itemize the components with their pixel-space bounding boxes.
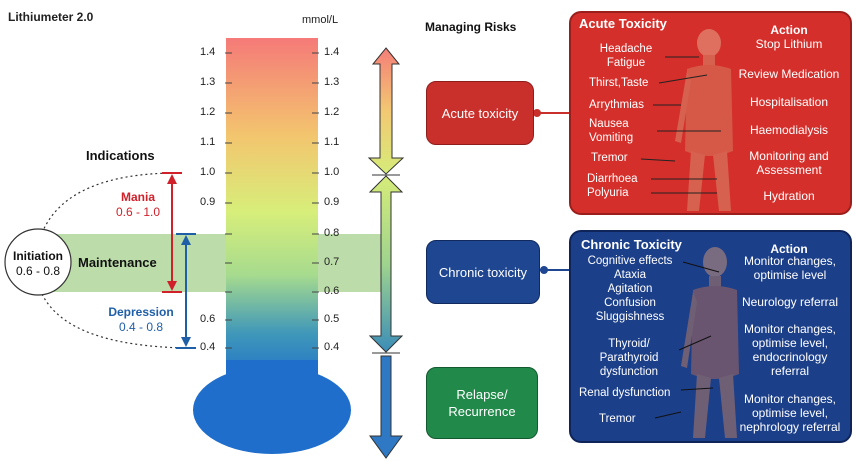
chronic-heading: Chronic Toxicity (581, 237, 682, 252)
depression-range: 0.4 - 0.8 (118, 320, 164, 334)
acute-action-haemodialysis: Haemodialysis (749, 123, 829, 137)
mania-range: 0.6 - 1.0 (115, 205, 161, 219)
acute-toxicity-button-label: Acute toxicity (441, 105, 519, 121)
tick-label-left: 1.3 (200, 76, 216, 88)
connectors (532, 109, 572, 274)
chronic-toxicity-panel: Chronic Toxicity Action Cognitive effect… (569, 230, 852, 443)
acute-pointer-lines (640, 56, 721, 194)
acute-heading: Acute Toxicity (579, 16, 667, 31)
relapse-label-line1: Relapse/ (456, 387, 508, 402)
maintenance-band (38, 234, 388, 292)
tick-label-left: 0.4 (200, 341, 216, 353)
tick-label-right: 0.4 (324, 341, 340, 353)
tick-label-right: 0.7 (324, 256, 340, 268)
upper-dotted-curve (41, 172, 173, 234)
chronic-symptom-tremor: Tremor (599, 413, 636, 425)
tick-label-left: 1.0 (200, 166, 216, 178)
acute-symptom-thirst: Thirst,Taste (589, 77, 649, 89)
acute-action-review: Review Medication (738, 67, 840, 81)
chronic-action-nephrology: Monitor changes,optimise level,nephrolog… (739, 392, 841, 434)
tick-label-left: 1.2 (200, 106, 216, 118)
lower-dotted-curve (41, 293, 185, 349)
chronic-action-neurology: Neurology referral (741, 295, 839, 309)
relapse-label-line2: Recurrence (448, 404, 516, 419)
tick-label-left: 0.6 (200, 313, 216, 325)
relapse-recurrence-button[interactable]: Relapse/ Recurrence (426, 367, 538, 439)
mania-label: Mania (120, 190, 155, 204)
thermometer-tube (226, 38, 318, 386)
body-silhouette-acute (675, 29, 733, 211)
tick-label-right: 0.6 (324, 285, 340, 297)
tick-label-left: 1.1 (200, 136, 216, 148)
center-ticks (225, 52, 319, 349)
acute-symptom-tremor: Tremor (591, 152, 628, 164)
indications-heading: Indications (86, 148, 155, 163)
initiation-circle (4, 228, 72, 296)
chronic-toxicity-button-label: Chronic toxicity (438, 264, 528, 280)
chronic-toxicity-button[interactable]: Chronic toxicity (426, 240, 540, 304)
tick-label-right: 1.0 (324, 166, 340, 178)
body-silhouette-chronic (681, 247, 739, 438)
acute-action-hospitalisation: Hospitalisation (749, 95, 829, 109)
up-arrow-acute (367, 47, 405, 175)
acute-toxicity-button[interactable]: Acute toxicity (426, 81, 534, 145)
chronic-symptom-renal: Renal dysfunction (579, 387, 671, 399)
tick-label-right: 0.5 (324, 313, 340, 325)
tick-label-left: 0.9 (200, 196, 216, 208)
tick-label-right: 1.4 (324, 46, 340, 58)
acute-action-stop-lithium: Stop Lithium (755, 37, 823, 51)
depression-label: Depression (108, 305, 174, 319)
down-arrow-relapse (369, 355, 403, 459)
maintenance-label: Maintenance (78, 255, 157, 270)
tick-label-left: 1.4 (200, 46, 216, 58)
acute-symptom-arrythmias: Arrythmias (589, 99, 644, 111)
mania-range-arrow (162, 172, 182, 293)
initiation-range: 0.6 - 0.8 (15, 264, 61, 278)
chronic-action-heading: Action (770, 242, 808, 256)
tick-label-right: 1.1 (324, 136, 340, 148)
chronic-action-1: Monitor changes,optimise level (743, 254, 837, 282)
chronic-action-endocrinology: Monitor changes,optimise level,endocrino… (743, 322, 837, 378)
acute-action-heading: Action (770, 23, 808, 37)
tick-label-right: 0.8 (324, 227, 340, 239)
tick-label-right: 0.9 (324, 196, 340, 208)
chronic-pointer-lines (654, 261, 720, 419)
mid-arrow-chronic (368, 175, 404, 353)
acute-action-hydration: Hydration (763, 189, 815, 203)
diagram-title: Lithiumeter 2.0 (8, 10, 94, 24)
depression-range-arrow (176, 233, 196, 349)
tick-label-right: 1.2 (324, 106, 340, 118)
managing-risks-heading: Managing Risks (425, 20, 517, 34)
unit-label: mmol/L (302, 14, 339, 26)
initiation-label: Initiation (13, 249, 63, 263)
tick-label-right: 1.3 (324, 76, 340, 88)
risk-arrow-column (367, 47, 405, 459)
